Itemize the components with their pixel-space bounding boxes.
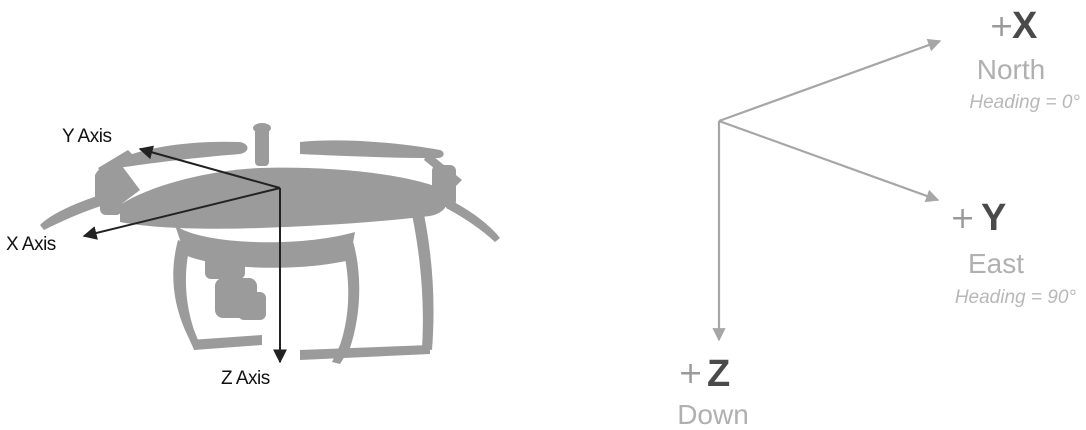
y-plus-sign: + <box>950 201 975 236</box>
drone-figure: Y Axis X Axis Z Axis <box>6 123 500 389</box>
z-axis-letter: Z <box>707 353 730 395</box>
east-heading-label: Heading = 90° <box>955 287 1077 308</box>
drone-silhouette <box>40 123 500 364</box>
drone-axes <box>82 145 287 364</box>
north-label: North <box>977 54 1045 85</box>
y-axis-letter: Y <box>981 197 1006 239</box>
z-plus-sign: + <box>678 356 703 391</box>
x-plus-sign: + <box>989 9 1014 44</box>
north-arrow <box>718 38 942 123</box>
north-heading-label: Heading = 0° <box>969 92 1080 113</box>
drone-z-axis-label: Z Axis <box>221 368 270 389</box>
east-arrow <box>718 119 940 203</box>
east-label: East <box>968 248 1024 279</box>
x-axis-letter: X <box>1012 5 1038 47</box>
ned-arrows <box>712 38 942 342</box>
down-label: Down <box>677 399 749 430</box>
drone-y-axis-label: Y Axis <box>62 126 111 147</box>
ned-frame: + X North Heading = 0° + Y East Heading … <box>677 5 1080 430</box>
drone-x-axis-arrow <box>82 187 281 240</box>
drone-x-axis-label: X Axis <box>6 234 56 255</box>
drone-y-axis-arrow <box>138 145 281 189</box>
